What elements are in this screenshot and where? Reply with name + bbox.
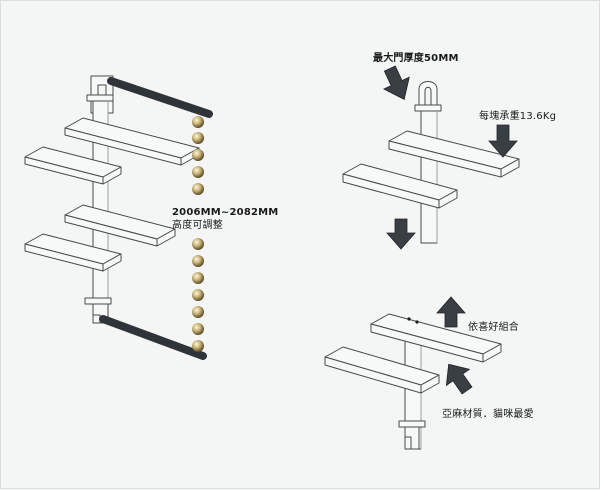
- detail-shelf-upper: [388, 130, 520, 178]
- bottom-clamp: [84, 297, 112, 305]
- arrow-material: [445, 363, 473, 395]
- cat-tree-assembly: [24, 75, 200, 324]
- shelf-2: [24, 146, 122, 185]
- screw-hole: [415, 320, 419, 324]
- combo-shelf-lower: [324, 346, 440, 394]
- top-clamp: [86, 94, 114, 102]
- arrow-down: [386, 218, 416, 250]
- material-label: 亞麻材質．貓咪最愛: [442, 409, 534, 420]
- height-beads: [192, 116, 204, 352]
- shelf-4: [24, 233, 122, 272]
- shelf-3: [64, 204, 176, 247]
- door-hook: [418, 81, 438, 112]
- combo-bracket: [398, 420, 426, 428]
- arrow-up: [436, 296, 466, 328]
- bottom-bar: [99, 315, 207, 360]
- arrow-load: [488, 124, 518, 158]
- combo-shelf-upper: [370, 313, 502, 363]
- door-thickness-label: 最大門厚度50MM: [373, 53, 459, 64]
- screw-hole: [407, 317, 411, 321]
- height-range-label: 2006MM~2082MM: [172, 207, 279, 218]
- detail-post: [420, 110, 438, 244]
- load-label: 每塊承重13.6Kg: [479, 111, 557, 122]
- combination-label: 依喜好組合: [468, 322, 519, 333]
- combination-detail: [324, 313, 502, 450]
- height-adjustable-label: 高度可調整: [172, 220, 223, 231]
- top-bar: [107, 77, 213, 118]
- arrow-door-thickness: [382, 65, 410, 100]
- detail-shelf-lower: [342, 163, 458, 209]
- door-hook-detail: [342, 81, 520, 244]
